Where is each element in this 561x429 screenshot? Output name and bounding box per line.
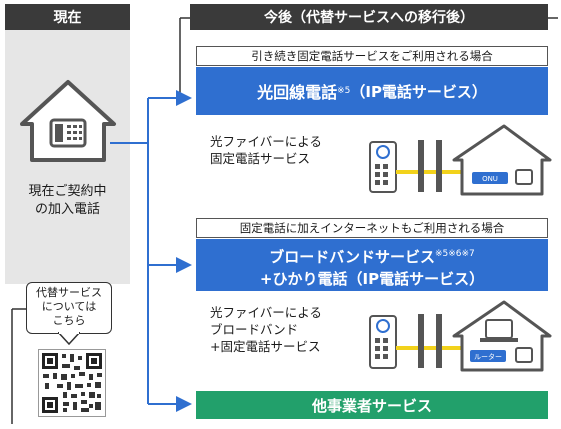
section2-title-bar: ブロードバンドサービス※5※6※7 +ひかり電話（IP電話サービス） [196,239,548,291]
qr-code[interactable] [38,349,106,417]
house-phone-icon [20,80,116,162]
section1-note: ※5 [337,86,351,96]
future-header: 今後（代替サービスへの移行後） [190,4,548,30]
section1-title-bar: 光回線電話※5（IP電話サービス） [196,67,548,115]
section2-description: 光ファイバーによる ブロードバンド +固定電話サービス [210,305,322,354]
section1-fiber-illustration: ONU [369,124,552,196]
section2-note: ※5※6※7 [434,249,475,259]
current-phone-label: 現在ご契約中 の加入電話 [28,184,107,217]
qr-code-image [42,353,102,413]
section2-title-line1: ブロードバンドサービス [269,248,435,266]
section1-description: 光ファイバーによる 固定電話サービス [210,134,322,166]
section1-subheader: 引き続き固定電話サービスをご利用される場合 [196,46,548,66]
onu-label: ONU [482,175,498,183]
alternative-service-callout: 代替サービス については こちら [26,282,112,334]
other-carrier-service-bar[interactable]: 他事業者サービス [196,391,548,419]
section1-title: 光回線電話 [257,83,338,102]
section2-fiber-illustration: ルーター [369,300,552,372]
current-header: 現在 [5,4,130,30]
callout-pointer [58,332,80,346]
section1-title-suffix: （IP電話サービス） [350,82,487,101]
router-label: ルーター [474,352,502,361]
section2-subheader: 固定電話に加えインターネットもご利用される場合 [196,218,548,238]
section2-title-line2: +ひかり電話（IP電話サービス） [259,270,485,288]
